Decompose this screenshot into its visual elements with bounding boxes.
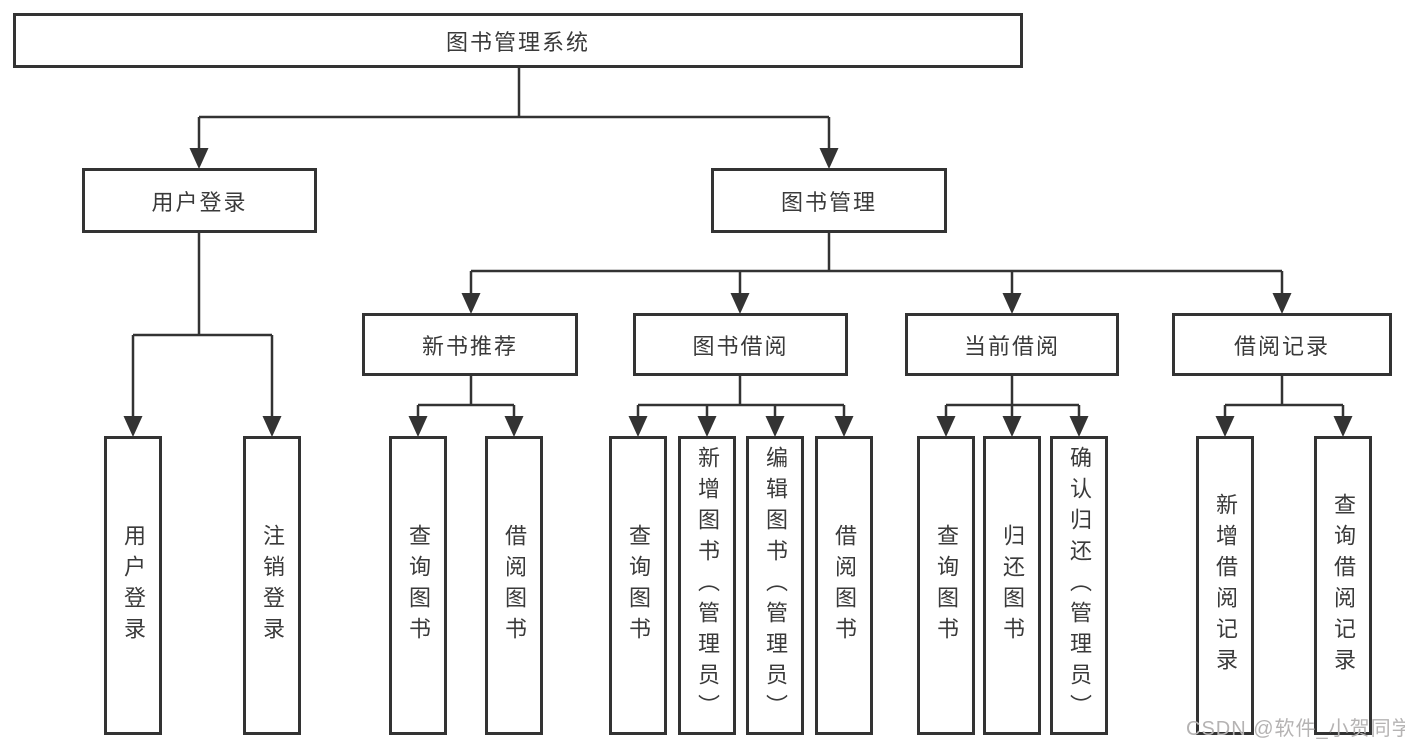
node-borrow-add-books-admin: 新增图书（管理员） bbox=[678, 436, 736, 735]
node-borrow-edit-books-admin: 编辑图书（管理员） bbox=[746, 436, 804, 735]
arrowhead-icons bbox=[123, 148, 1353, 437]
node-user-login-action: 用户登录 bbox=[104, 436, 162, 735]
node-logout-action: 注销登录 bbox=[243, 436, 301, 735]
node-recommend-query-books: 查询图书 bbox=[389, 436, 447, 735]
node-logout-action-label: 注销登录 bbox=[260, 523, 285, 648]
node-user-login: 用户登录 bbox=[82, 168, 317, 233]
node-borrow-records: 借阅记录 bbox=[1172, 313, 1392, 376]
node-book-management: 图书管理 bbox=[711, 168, 947, 233]
node-borrow-borrow-books-label: 借阅图书 bbox=[832, 523, 857, 648]
node-current-query-books-label: 查询图书 bbox=[934, 523, 959, 648]
node-current-return-books-label: 归还图书 bbox=[1000, 523, 1025, 648]
node-book-borrow-label: 图书借阅 bbox=[692, 333, 789, 359]
node-new-book-recommend-label: 新书推荐 bbox=[421, 333, 518, 359]
node-system-root: 图书管理系统 bbox=[13, 13, 1023, 68]
node-book-borrow: 图书借阅 bbox=[633, 313, 848, 376]
node-current-query-books: 查询图书 bbox=[917, 436, 975, 735]
node-current-borrow-label: 当前借阅 bbox=[963, 333, 1060, 359]
node-borrow-query-books-label: 查询图书 bbox=[626, 523, 651, 648]
node-system-root-label: 图书管理系统 bbox=[445, 29, 590, 55]
node-current-return-books: 归还图书 bbox=[983, 436, 1041, 735]
node-records-add-borrow-record: 新增借阅记录 bbox=[1196, 436, 1254, 735]
node-records-query-borrow-record-label: 查询借阅记录 bbox=[1331, 492, 1356, 679]
node-user-login-action-label: 用户登录 bbox=[121, 523, 146, 648]
node-borrow-records-label: 借阅记录 bbox=[1233, 333, 1330, 359]
node-current-confirm-return-admin: 确认归还（管理员） bbox=[1050, 436, 1108, 735]
node-borrow-add-books-admin-label: 新增图书（管理员） bbox=[695, 446, 720, 725]
node-recommend-query-books-label: 查询图书 bbox=[406, 523, 431, 648]
node-borrow-edit-books-admin-label: 编辑图书（管理员） bbox=[763, 446, 788, 725]
node-records-query-borrow-record: 查询借阅记录 bbox=[1314, 436, 1372, 735]
node-recommend-borrow-books: 借阅图书 bbox=[485, 436, 543, 735]
node-current-borrow: 当前借阅 bbox=[905, 313, 1119, 376]
node-current-confirm-return-admin-label: 确认归还（管理员） bbox=[1067, 446, 1092, 725]
node-records-add-borrow-record-label: 新增借阅记录 bbox=[1213, 492, 1238, 679]
node-recommend-borrow-books-label: 借阅图书 bbox=[502, 523, 527, 648]
node-book-management-label: 图书管理 bbox=[780, 189, 877, 215]
node-user-login-label: 用户登录 bbox=[151, 189, 248, 215]
node-new-book-recommend: 新书推荐 bbox=[362, 313, 578, 376]
csdn-watermark: CSDN @软件_小贺同学 bbox=[1186, 718, 1405, 740]
node-borrow-borrow-books: 借阅图书 bbox=[815, 436, 873, 735]
node-borrow-query-books: 查询图书 bbox=[609, 436, 667, 735]
